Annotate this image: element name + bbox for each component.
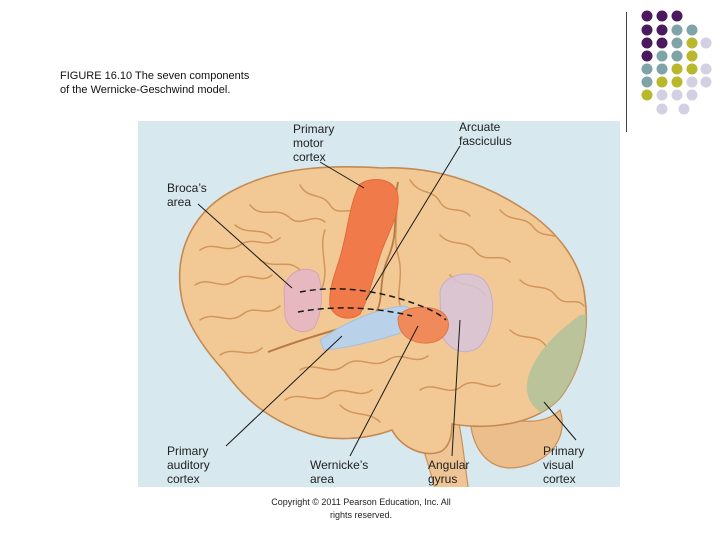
leader-primary-visual-cortex	[543, 401, 577, 441]
label-primary-auditory-cortex: Primary auditory cortex	[167, 444, 210, 486]
dot-row-4	[641, 50, 698, 62]
caption-line-1: FIGURE 16.10 The seven components	[60, 70, 250, 82]
caption-line-2: of the Wernicke-Geschwind model.	[60, 84, 231, 96]
label-line: Primary	[293, 122, 335, 136]
label-primary-visual-cortex: Primary visual cortex	[543, 444, 584, 486]
label-arcuate-fasciculus: Arcuate fasciculus	[459, 120, 512, 148]
leader-lines	[197, 145, 577, 457]
dot-row-5	[641, 63, 712, 75]
label-line: area	[167, 195, 192, 209]
angular-gyrus-region	[439, 273, 494, 353]
label-line: gyrus	[428, 472, 458, 486]
label-line: fasciculus	[459, 134, 512, 148]
dot-row-1	[641, 10, 683, 22]
leader-primary-motor-cortex	[319, 161, 365, 189]
arcuate-fasciculus-lower-path	[297, 307, 413, 317]
label-line: Broca’s	[167, 181, 207, 195]
label-line: auditory	[167, 458, 210, 472]
label-wernickes-area: Wernicke’s area	[310, 458, 368, 486]
dot-row-8	[656, 103, 690, 115]
decorative-dot-grid	[641, 10, 712, 115]
label-line: cortex	[543, 472, 576, 486]
label-line: cortex	[293, 150, 326, 164]
leader-arcuate-fasciculus	[365, 145, 461, 301]
leader-angular-gyrus	[451, 319, 461, 457]
dot-row-6	[641, 76, 712, 88]
leader-primary-auditory-cortex	[225, 335, 343, 447]
copyright-line-2: rights reserved.	[329, 510, 393, 520]
primary-motor-cortex-region	[329, 179, 399, 319]
dot-row-7	[641, 89, 698, 101]
label-line: Wernicke’s	[310, 458, 369, 472]
dot-row-2	[641, 24, 698, 36]
label-line: Primary	[543, 444, 585, 458]
label-brocas-area: Broca’s area	[167, 181, 207, 209]
label-line: Primary	[167, 444, 209, 458]
decorative-vertical-line	[626, 12, 627, 132]
copyright-notice: Copyright © 2011 Pearson Education, Inc.…	[250, 496, 472, 522]
figure-caption: FIGURE 16.10 The seven components of the…	[60, 69, 300, 97]
copyright-line-1: Copyright © 2011 Pearson Education, Inc.…	[271, 497, 451, 507]
label-angular-gyrus: Angular gyrus	[428, 458, 469, 486]
gyri-folds	[194, 179, 585, 423]
label-line: motor	[293, 136, 324, 150]
label-line: area	[310, 472, 335, 486]
dot-row-3	[641, 37, 712, 49]
arcuate-fasciculus-upper-path	[299, 288, 447, 321]
label-line: Angular	[428, 458, 470, 472]
label-line: Arcuate	[459, 120, 501, 134]
label-line: cortex	[167, 472, 200, 486]
leader-brocas-area	[197, 203, 293, 289]
brocas-area-region	[283, 268, 322, 332]
leader-wernickes-area	[349, 325, 419, 457]
label-primary-motor-cortex: Primary motor cortex	[293, 122, 334, 164]
label-line: visual	[543, 458, 574, 472]
primary-visual-cortex-region	[526, 310, 587, 421]
